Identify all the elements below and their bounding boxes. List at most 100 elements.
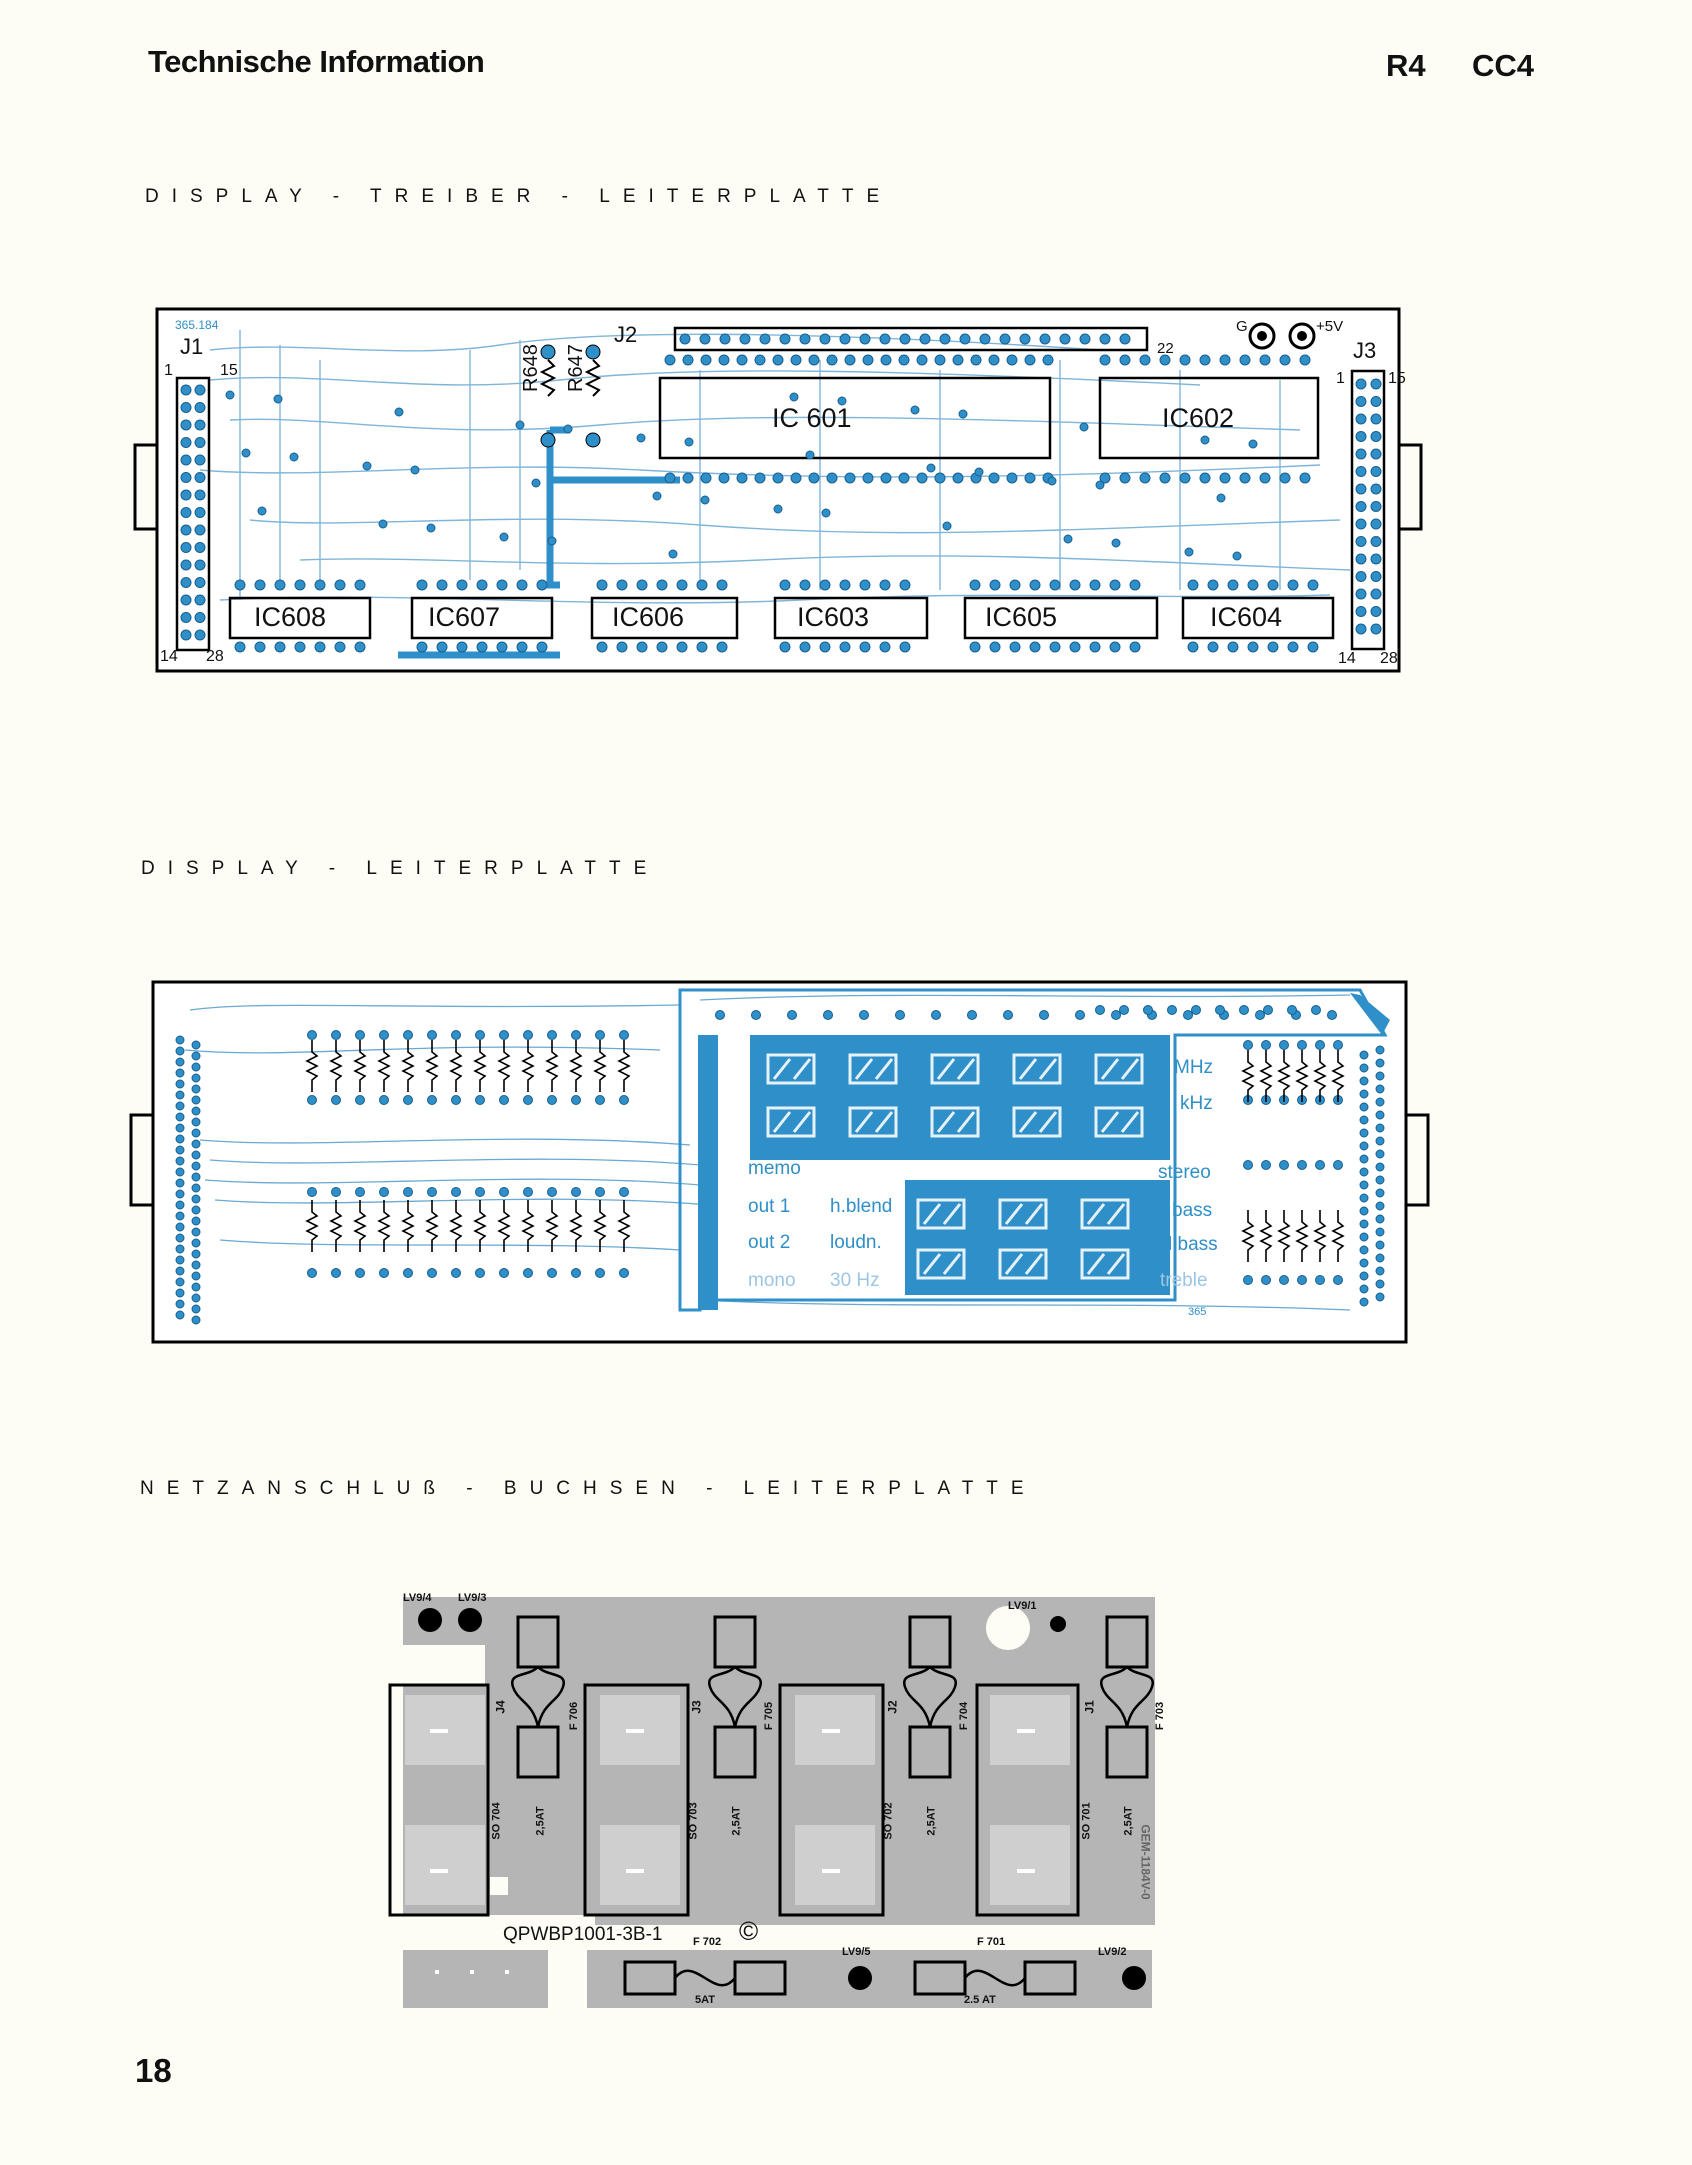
part-number: QPWBP1001-3B-1 <box>503 1924 663 1945</box>
solder-pad <box>436 641 448 653</box>
solder-pad <box>736 354 748 366</box>
driver-ground-trace <box>398 426 680 659</box>
solder-pad <box>191 1128 201 1138</box>
f703-label: F 703 <box>1154 1701 1167 1731</box>
solder-pad <box>819 579 831 591</box>
solder-pad <box>191 1249 201 1259</box>
solder-pad <box>191 1051 201 1061</box>
solder-pad <box>1279 472 1291 484</box>
solder-pad <box>773 504 783 514</box>
solder-pad <box>1370 413 1382 425</box>
solder-pad <box>1039 333 1051 345</box>
solder-pad <box>1370 588 1382 600</box>
solder-pad <box>1279 354 1291 366</box>
section-title-display: DISPLAY - LEITERPLATTE <box>141 858 660 879</box>
solder-pad <box>679 333 691 345</box>
solder-pad <box>1355 588 1367 600</box>
solder-pad <box>1219 472 1231 484</box>
pin-1-left: 1 <box>164 362 173 379</box>
solder-pad <box>1375 1214 1385 1224</box>
j1-label: J1 <box>180 334 204 359</box>
display-digit <box>998 1198 1048 1230</box>
solder-pad <box>619 1095 629 1105</box>
display-digit-segment <box>1018 1111 1058 1133</box>
f701-label: F 701 <box>977 1936 1006 1948</box>
display-digit <box>1094 1106 1144 1138</box>
solder-pad <box>294 579 306 591</box>
indicator-mono: mono <box>748 1270 796 1291</box>
lv9-4-label: LV9/4 <box>403 1592 432 1604</box>
solder-pad <box>1359 1219 1369 1229</box>
solder-pad <box>175 1123 185 1133</box>
solder-pad <box>1259 472 1271 484</box>
solder-pad <box>180 612 192 623</box>
solder-pad <box>926 463 936 473</box>
header-title: Technische Information <box>148 44 485 79</box>
solder-pad <box>1359 1063 1369 1073</box>
solder-pad <box>1095 480 1105 490</box>
solder-pad <box>1359 1193 1369 1203</box>
solder-pad <box>314 579 326 591</box>
solder-pad <box>898 472 910 484</box>
lv9-1-label: LV9/1 <box>1008 1600 1037 1612</box>
solder-pad <box>194 437 206 448</box>
solder-pad <box>826 472 838 484</box>
solder-pad <box>194 454 206 466</box>
solder-pad <box>194 524 206 536</box>
r647-label: R647 <box>565 344 587 392</box>
solder-pad <box>571 1268 581 1278</box>
ic604-label: IC604 <box>1210 602 1283 632</box>
f706-label: F 706 <box>568 1701 581 1731</box>
solder-pad <box>1239 1005 1249 1015</box>
solder-pad <box>1129 641 1141 653</box>
solder-pad <box>1006 472 1018 484</box>
solder-pad <box>1375 1071 1385 1081</box>
solder-pad <box>234 579 246 591</box>
solder-pad <box>1370 536 1382 547</box>
solder-pad <box>1183 1010 1193 1020</box>
solder-pad <box>988 472 1000 484</box>
solder-pad <box>547 1187 557 1197</box>
lv9-2-label: LV9/2 <box>1098 1946 1127 1958</box>
j3-label: J3 <box>1353 338 1377 363</box>
solder-pad <box>191 1238 201 1248</box>
solder-pad <box>175 1079 185 1089</box>
solder-pad <box>523 1268 533 1278</box>
driver-board-tabs <box>133 443 1423 531</box>
resistor-symbol <box>545 1040 559 1092</box>
solder-pad <box>1009 641 1021 653</box>
solder-pad <box>191 1040 201 1050</box>
solder-pad <box>1359 1167 1369 1177</box>
solder-pad <box>1375 1279 1385 1289</box>
solder-pad <box>194 594 206 606</box>
resistor-symbol <box>1295 1050 1309 1102</box>
solder-pad <box>934 472 946 484</box>
solder-pad <box>1375 1162 1385 1172</box>
solder-pad <box>895 1010 905 1020</box>
resistor-symbol <box>1331 1050 1345 1102</box>
solder-pad <box>772 472 784 484</box>
resistor-symbol <box>401 1200 415 1252</box>
indicator-bass: bass <box>1172 1200 1213 1221</box>
solder-pad <box>899 333 911 345</box>
solder-pad <box>595 1030 605 1040</box>
resistor-symbol <box>1277 1050 1291 1102</box>
ic603-label: IC603 <box>797 602 870 632</box>
solder-pad <box>751 1010 761 1020</box>
display-digit <box>766 1106 816 1138</box>
solder-pad <box>1375 1227 1385 1237</box>
solder-pad <box>819 641 831 653</box>
solder-pad <box>1279 1160 1289 1170</box>
solder-pad <box>354 641 366 653</box>
indicator-stereo: stereo <box>1158 1162 1211 1183</box>
solder-pad <box>547 1095 557 1105</box>
ic606-outline <box>590 596 739 640</box>
solder-pad <box>547 536 557 546</box>
solder-pad <box>191 1194 201 1204</box>
solder-pad <box>1375 1253 1385 1263</box>
solder-pad <box>191 1216 201 1226</box>
solder-pad <box>1311 1005 1321 1015</box>
resistor-symbol <box>425 1040 439 1092</box>
solder-pad <box>636 641 648 653</box>
solder-pad <box>378 519 388 529</box>
